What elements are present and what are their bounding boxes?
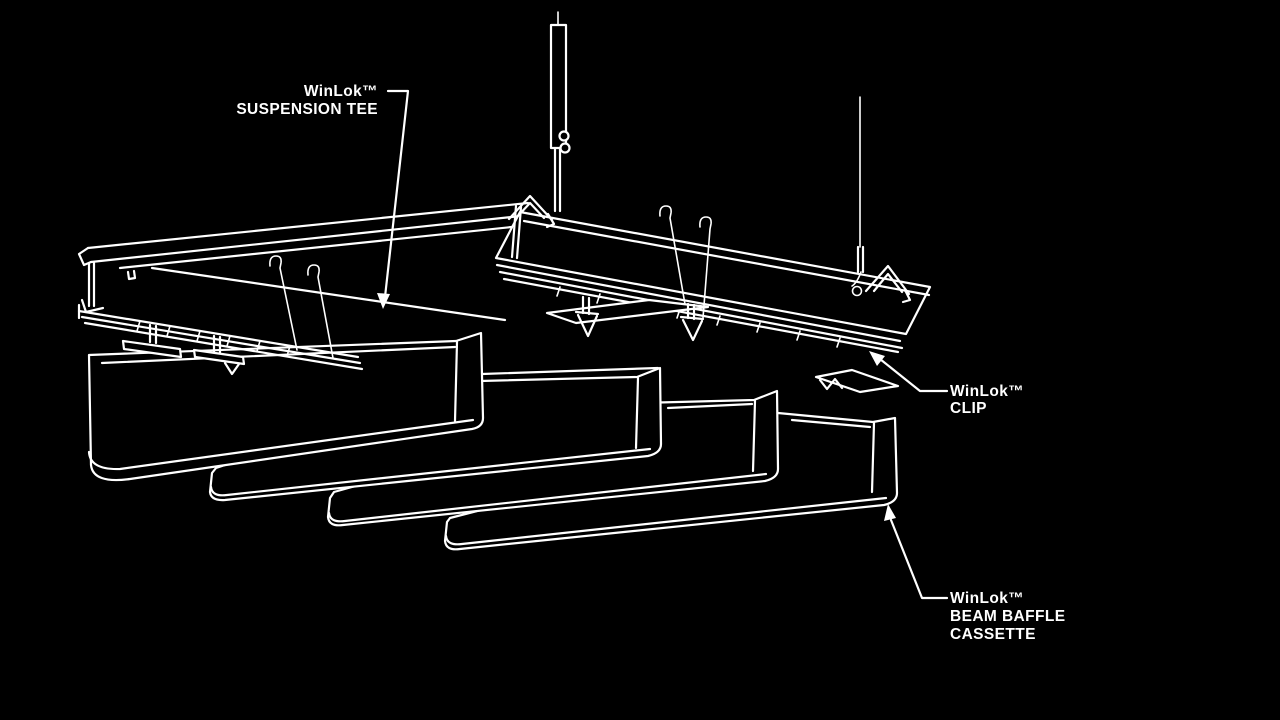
beam-top-face-right [814, 368, 900, 394]
beam-top-face [545, 298, 710, 325]
label-suspension-tee: WinLok™ SUSPENSION TEE [236, 83, 378, 118]
suspension-tee-left [77, 201, 533, 322]
hanger-rod [549, 11, 571, 213]
label-clip: WinLok™ CLIP [950, 383, 1024, 417]
tee-end-hook [77, 246, 93, 267]
arrowhead-suspension-tee [377, 293, 390, 309]
leader-cassette [884, 504, 949, 600]
label-cassette-line2: BEAM BAFFLE [950, 608, 1065, 625]
label-suspension-tee-line1: WinLok™ [304, 83, 378, 100]
label-cassette-line1: WinLok™ [950, 590, 1024, 607]
label-suspension-tee-line2: SUSPENSION TEE [236, 101, 378, 118]
winlok-clip-plate-2 [192, 348, 246, 366]
suspension-rail-left [77, 303, 364, 376]
leader-suspension-tee [377, 89, 410, 309]
label-cassette-line3: CASSETTE [950, 626, 1036, 643]
hanger-wire [851, 96, 865, 297]
winlok-clips-center [545, 295, 900, 394]
winlok-clip-right [818, 377, 844, 391]
arrowhead-clip [869, 351, 885, 366]
label-clip-line2: CLIP [950, 400, 987, 417]
seismic-peak-clip-2 [864, 264, 912, 304]
tee-web-edge [150, 266, 507, 322]
arrowhead-cassette [884, 504, 896, 521]
winlok-clip-plate-1 [121, 339, 183, 359]
clip-posts-left [148, 323, 222, 355]
label-beam-baffle-cassette: WinLok™ BEAM BAFFLE CASSETTE [950, 590, 1065, 643]
suspension-tee-right [494, 204, 932, 354]
leader-clip [869, 351, 949, 393]
winlok-clip-v-left [223, 361, 241, 376]
hold-down-wires [269, 205, 712, 359]
label-clip-line1: WinLok™ [950, 383, 1024, 400]
seismic-peak-clip-1 [507, 194, 556, 229]
